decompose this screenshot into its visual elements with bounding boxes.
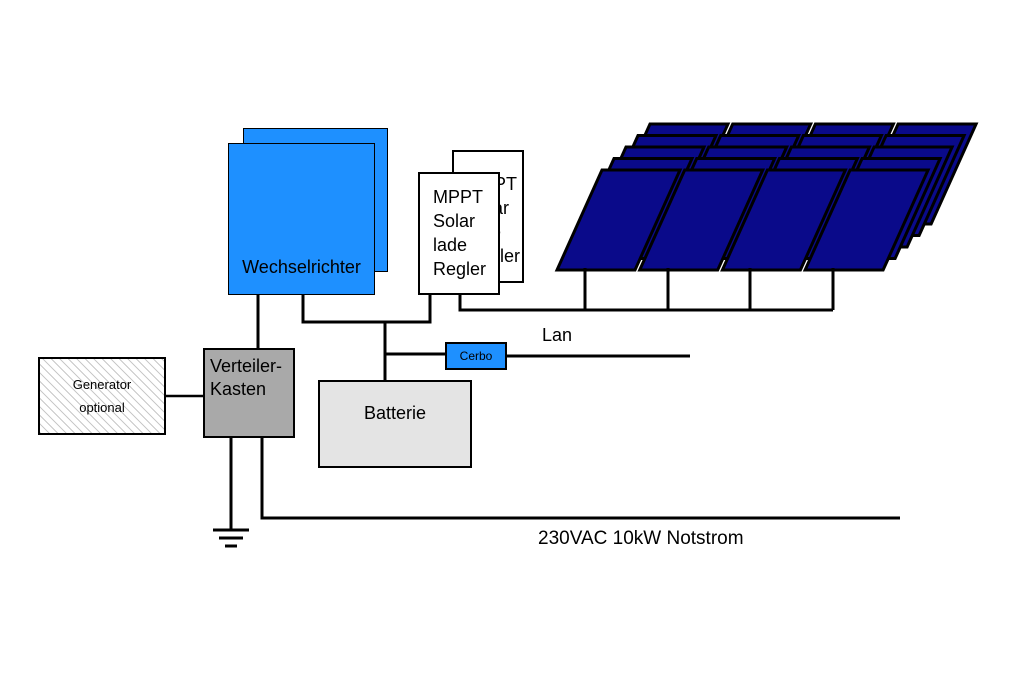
wire-notstrom [260, 436, 900, 520]
generator-line-1: Generator [72, 377, 132, 392]
mppt-box: MPPT Solar lade Regler [418, 172, 500, 295]
lan-label: Lan [542, 325, 573, 345]
wire-mppt-to-panels [458, 268, 835, 312]
battery-box: Batterie [318, 380, 472, 468]
cerbo-label: Cerbo [459, 349, 493, 363]
generator-line-2: optional [79, 400, 125, 415]
inverter-label: Wechselrichter [242, 257, 361, 277]
battery-label: Batterie [363, 403, 427, 423]
mppt-line-2: Solar [433, 211, 476, 231]
mppt-line-3: lade [433, 235, 468, 255]
distribution-line-1: Verteiler- [210, 356, 283, 376]
distribution-box: Verteiler- Kasten [203, 348, 295, 438]
notstrom-label: 230VAC 10kW Notstrom [538, 528, 744, 549]
ground-symbol [213, 436, 249, 548]
inverter-box: Wechselrichter [228, 143, 375, 295]
solar-panel-array [554, 122, 979, 272]
solar-panel [637, 168, 766, 272]
cerbo-box: Cerbo [445, 342, 507, 370]
solar-panel [554, 168, 683, 272]
distribution-line-2: Kasten [210, 379, 267, 399]
mppt-line-4: Regler [433, 259, 487, 279]
mppt-line-1: MPPT [433, 187, 484, 207]
generator-box: Generator optional [38, 357, 166, 435]
solar-panel [720, 168, 848, 272]
solar-panel [802, 168, 931, 272]
wire-inverter-to-mppt-bus [301, 293, 432, 324]
